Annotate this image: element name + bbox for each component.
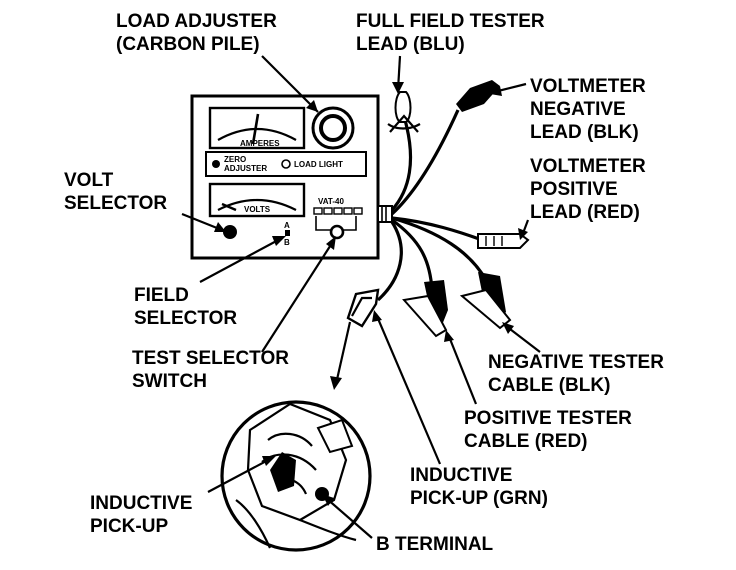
voltmeter-negative-clip bbox=[456, 80, 500, 112]
test-selector-buttons[interactable] bbox=[313, 207, 363, 215]
zero-label: ZERO bbox=[224, 155, 246, 164]
cable-harness bbox=[376, 109, 488, 302]
label-volt-neg-2: NEGATIVE bbox=[530, 99, 626, 120]
voltmeter-gauge bbox=[208, 182, 306, 218]
inductive-pickup-green bbox=[346, 288, 380, 328]
label-load-adjuster-2: (CARBON PILE) bbox=[116, 34, 260, 55]
label-volt-neg-3: LEAD (BLK) bbox=[530, 122, 639, 143]
negative-tester-clamp bbox=[459, 272, 512, 330]
leader-lines bbox=[181, 55, 541, 539]
load-light-icon bbox=[281, 159, 291, 169]
detail-inset bbox=[220, 400, 372, 552]
label-neg-cable-1: NEGATIVE TESTER bbox=[488, 352, 664, 373]
volts-label: VOLTS bbox=[244, 205, 271, 214]
label-field-selector-1: FIELD bbox=[134, 285, 189, 306]
label-test-selector-2: SWITCH bbox=[132, 371, 207, 392]
adjuster-label: ADJUSTER bbox=[224, 164, 267, 173]
label-neg-cable-2: CABLE (BLK) bbox=[488, 375, 610, 396]
field-selector-switch[interactable] bbox=[285, 230, 290, 236]
tester-body: AMPERES ZERO ADJUSTER LOAD LIGHT VOLTS V… bbox=[190, 94, 380, 260]
positive-tester-clamp bbox=[402, 280, 448, 338]
label-field-selector-2: SELECTOR bbox=[134, 308, 237, 329]
label-full-field-1: FULL FIELD TESTER bbox=[356, 11, 545, 32]
model-label: VAT-40 bbox=[318, 197, 344, 206]
switch-a-label: A bbox=[284, 221, 290, 230]
label-volt-pos-2: POSITIVE bbox=[530, 179, 618, 200]
load-light-label: LOAD LIGHT bbox=[294, 160, 343, 169]
label-full-field-2: LEAD (BLU) bbox=[356, 34, 465, 55]
voltmeter-positive-clip bbox=[477, 233, 530, 249]
full-field-lead bbox=[387, 91, 421, 133]
label-load-adjuster-1: LOAD ADJUSTER bbox=[116, 11, 277, 32]
label-inductive-2: PICK-UP bbox=[90, 516, 168, 537]
amperes-label: AMPERES bbox=[240, 139, 280, 148]
label-volt-selector-2: SELECTOR bbox=[64, 193, 167, 214]
label-volt-selector-1: VOLT bbox=[64, 170, 114, 191]
label-volt-neg-1: VOLTMETER bbox=[530, 76, 646, 97]
test-selector-switch[interactable] bbox=[329, 224, 345, 240]
switch-b-label: B bbox=[284, 238, 290, 247]
label-inductive-grn-2: PICK-UP (GRN) bbox=[410, 488, 548, 509]
label-test-selector-1: TEST SELECTOR bbox=[132, 348, 289, 369]
label-b-terminal: B TERMINAL bbox=[376, 534, 494, 555]
label-pos-cable-2: CABLE (RED) bbox=[464, 431, 588, 452]
label-inductive-1: INDUCTIVE bbox=[90, 493, 192, 514]
volt-selector-knob[interactable] bbox=[223, 225, 237, 239]
label-inductive-grn-1: INDUCTIVE bbox=[410, 465, 512, 486]
callout-labels: LOAD ADJUSTER (CARBON PILE) FULL FIELD T… bbox=[64, 11, 664, 555]
label-volt-pos-3: LEAD (RED) bbox=[530, 202, 640, 223]
label-pos-cable-1: POSITIVE TESTER bbox=[464, 408, 632, 429]
label-volt-pos-1: VOLTMETER bbox=[530, 156, 646, 177]
